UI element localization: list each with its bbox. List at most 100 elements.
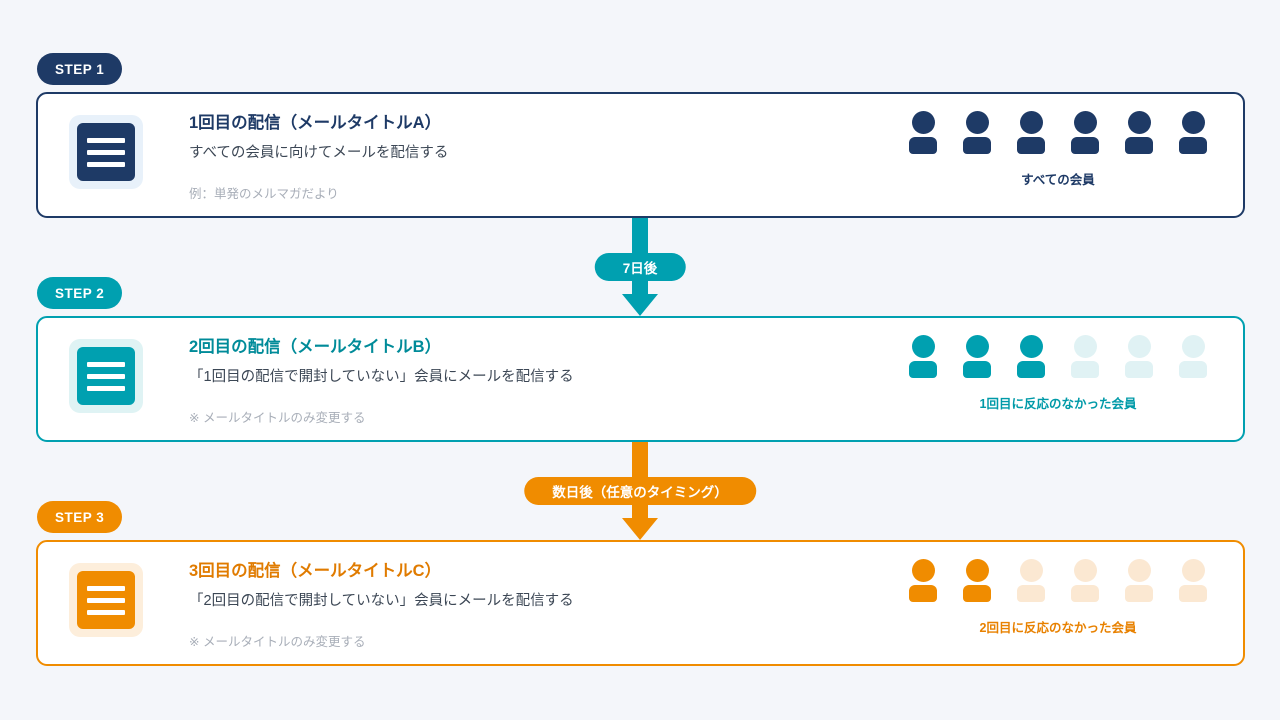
connector-2: 数日後（任意のタイミング）: [0, 442, 1280, 540]
step-badge-3: STEP 3: [37, 501, 123, 533]
person-icon-head: [911, 335, 935, 358]
step-description-1: すべての会員に向けてメールを配信する: [189, 144, 449, 161]
document-icon-line: [87, 161, 125, 167]
person-icon-body: [1179, 361, 1207, 378]
person-icon: [963, 111, 991, 154]
step-note-3: ※ メールタイトルのみ変更する: [189, 634, 366, 649]
person-icon: [963, 559, 991, 602]
person-icon: [1125, 111, 1153, 154]
person-icon-head: [1181, 335, 1205, 358]
people-row-1: [909, 111, 1207, 154]
document-icon-line: [87, 137, 125, 143]
audience-label-1: すべての会員: [1021, 173, 1095, 187]
person-icon-body: [1179, 137, 1207, 154]
person-icon-body: [1125, 361, 1153, 378]
people-row-3: [909, 559, 1207, 602]
person-icon-body: [963, 585, 991, 602]
person-icon-body: [1017, 585, 1045, 602]
down-arrow-icon-head-1: [622, 294, 658, 316]
step-card-2: 2回目の配信（メールタイトルB） 「1回目の配信で開封していない」会員にメールを…: [36, 316, 1245, 442]
step-title-1: 1回目の配信（メールタイトルA）: [189, 114, 442, 132]
person-icon-head: [1019, 335, 1043, 358]
person-icon-body: [909, 361, 937, 378]
person-icon: [909, 111, 937, 154]
person-icon: [1017, 111, 1045, 154]
step-card-1: 1回目の配信（メールタイトルA） すべての会員に向けてメールを配信する 例：単発…: [36, 92, 1245, 218]
down-arrow-icon-head-2: [622, 518, 658, 540]
person-icon-body: [909, 585, 937, 602]
step-card-3: 3回目の配信（メールタイトルC） 「2回目の配信で開封していない」会員にメールを…: [36, 540, 1245, 666]
person-icon-head: [1073, 111, 1097, 134]
person-icon-inactive: [1017, 559, 1045, 602]
person-icon-head: [965, 335, 989, 358]
document-icon-line: [87, 609, 125, 615]
audience-group-2: 1回目に反応のなかった会員: [909, 335, 1207, 412]
person-icon-head: [1073, 335, 1097, 358]
connector-1: 7日後: [0, 218, 1280, 316]
person-icon-head: [911, 111, 935, 134]
person-icon-head: [1127, 111, 1151, 134]
document-icon-wrapper-2: [69, 339, 143, 413]
document-icon-line: [87, 373, 125, 379]
person-icon-head: [965, 559, 989, 582]
document-icon-3: [77, 571, 135, 629]
person-icon-head: [965, 111, 989, 134]
step-badge-1: STEP 1: [37, 53, 123, 85]
step-note-1: 例：単発のメルマガだより: [189, 186, 339, 201]
document-icon-line: [87, 361, 125, 367]
person-icon-body: [1071, 137, 1099, 154]
step-note-2: ※ メールタイトルのみ変更する: [189, 410, 366, 425]
step-card-text-3: 3回目の配信（メールタイトルC） 「2回目の配信で開封していない」会員にメールを…: [189, 560, 574, 651]
step-title-2: 2回目の配信（メールタイトルB）: [189, 338, 442, 356]
person-icon-inactive: [1125, 335, 1153, 378]
person-icon-body: [1125, 137, 1153, 154]
person-icon-head: [1181, 111, 1205, 134]
person-icon-head: [1181, 559, 1205, 582]
person-icon-head: [1019, 559, 1043, 582]
person-icon-head: [1127, 559, 1151, 582]
person-icon-body: [1125, 585, 1153, 602]
audience-group-1: すべての会員: [909, 111, 1207, 188]
connector-label-1: 7日後: [594, 253, 686, 281]
person-icon-head: [911, 559, 935, 582]
step-badge-2: STEP 2: [37, 277, 123, 309]
person-icon-body: [1071, 361, 1099, 378]
audience-group-3: 2回目に反応のなかった会員: [909, 559, 1207, 636]
people-row-2: [909, 335, 1207, 378]
person-icon-body: [1017, 361, 1045, 378]
person-icon-body: [1017, 137, 1045, 154]
person-icon-head: [1073, 559, 1097, 582]
person-icon: [1017, 335, 1045, 378]
person-icon-inactive: [1071, 559, 1099, 602]
connector-label-2: 数日後（任意のタイミング）: [524, 477, 756, 505]
person-icon: [1071, 111, 1099, 154]
document-icon-wrapper-1: [69, 115, 143, 189]
person-icon: [963, 335, 991, 378]
step-description-2: 「1回目の配信で開封していない」会員にメールを配信する: [189, 368, 574, 385]
person-icon-inactive: [1125, 559, 1153, 602]
person-icon-inactive: [1179, 335, 1207, 378]
person-icon-body: [1071, 585, 1099, 602]
person-icon: [909, 335, 937, 378]
document-icon-line: [87, 585, 125, 591]
person-icon-inactive: [1179, 559, 1207, 602]
document-icon-line: [87, 597, 125, 603]
step-description-3: 「2回目の配信で開封していない」会員にメールを配信する: [189, 592, 574, 609]
person-icon-body: [963, 137, 991, 154]
document-icon-2: [77, 347, 135, 405]
step-card-text-2: 2回目の配信（メールタイトルB） 「1回目の配信で開封していない」会員にメールを…: [189, 336, 574, 427]
audience-label-2: 1回目に反応のなかった会員: [979, 397, 1137, 411]
person-icon-body: [963, 361, 991, 378]
document-icon-line: [87, 385, 125, 391]
person-icon-inactive: [1071, 335, 1099, 378]
person-icon-body: [909, 137, 937, 154]
person-icon: [909, 559, 937, 602]
step-title-3: 3回目の配信（メールタイトルC）: [189, 562, 442, 580]
person-icon: [1179, 111, 1207, 154]
person-icon-body: [1179, 585, 1207, 602]
person-icon-head: [1019, 111, 1043, 134]
document-icon-wrapper-3: [69, 563, 143, 637]
audience-label-3: 2回目に反応のなかった会員: [979, 621, 1137, 635]
person-icon-head: [1127, 335, 1151, 358]
document-icon-line: [87, 149, 125, 155]
